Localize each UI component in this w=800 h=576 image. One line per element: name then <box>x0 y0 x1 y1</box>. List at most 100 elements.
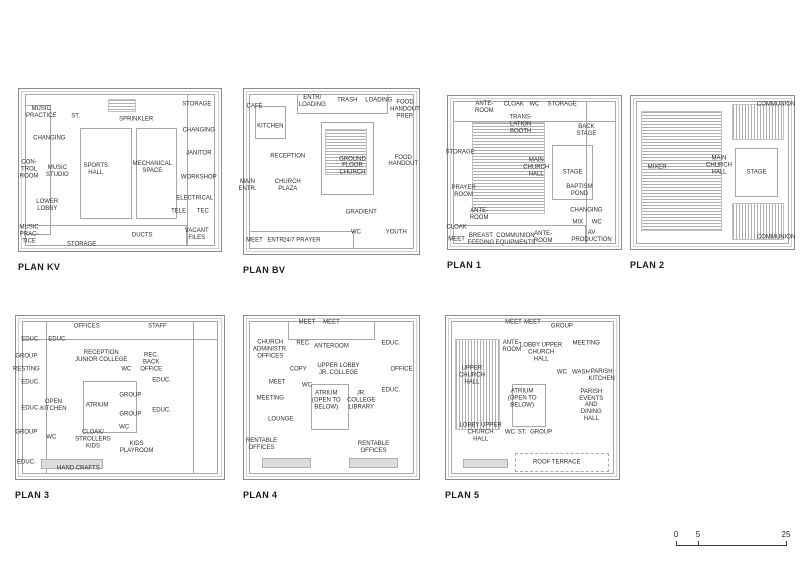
room-label: MEET <box>323 319 340 326</box>
room-label: RENTABLE OFFICES <box>245 437 278 451</box>
floor-plan-3: OFFICES STAFF EDUC. EDUC. GROUP RESTING RECEPT… <box>13 315 225 480</box>
room-label: MEET <box>505 319 522 326</box>
wall-shape <box>82 381 137 434</box>
room-label: MAIN ENTR. <box>238 179 257 193</box>
room-label: EDUC. <box>152 407 171 414</box>
hatchv-shape <box>454 338 500 431</box>
room-label: ANTEROOM <box>314 343 349 350</box>
wall-shape <box>310 384 349 431</box>
wall-shape <box>186 93 215 247</box>
room-label: TRASH <box>337 97 358 104</box>
room-label: MAIN CHURCH HALL <box>706 156 733 176</box>
room-label: GRADIENT <box>345 209 377 216</box>
hatchv-shape <box>732 203 785 240</box>
room-label: STORAGE <box>66 241 97 248</box>
wall-shape <box>735 148 778 197</box>
wall-shape <box>635 100 790 245</box>
room-label: TELE <box>171 208 187 215</box>
room-label: EDUC. <box>21 336 40 343</box>
room-label: ATRIUM <box>85 402 109 409</box>
room-label: ANTE- ROOM <box>474 101 494 115</box>
room-label: RESTING <box>13 366 40 373</box>
room-label: ROOF TERRACE <box>532 459 581 466</box>
room-label: LOWER LOBBY <box>36 198 59 212</box>
room-label: KITCHEN <box>257 123 284 130</box>
room-label: STAGE <box>562 169 583 176</box>
room-label: CHURCH ADMINISTR. OFFICES <box>252 339 288 360</box>
room-label: RECEPTION JUNIOR COLLEGE <box>75 349 128 363</box>
plan-title-1: PLAN 1 <box>447 260 482 270</box>
wall-shape <box>551 144 594 201</box>
room-label: CON- TROL ROOM <box>19 159 39 180</box>
scale-bar: 0 5 25 <box>674 530 790 546</box>
room-label: MEETING <box>256 395 284 402</box>
room-label: 24/7 PRAYER <box>282 237 321 244</box>
room-label: MEET <box>246 237 263 244</box>
room-label: GROUP <box>119 392 142 399</box>
room-label: UPPER LOBBY JR. COLLEGE <box>317 362 360 376</box>
room-label: WC <box>556 369 567 376</box>
hatch-shape <box>107 98 137 112</box>
room-label: MECHANICAL SPACE <box>132 161 172 175</box>
room-label: WC <box>121 366 132 373</box>
room-label: DUCTS <box>131 232 153 239</box>
room-label: CHANGING <box>570 207 603 214</box>
room-label: WC <box>505 429 515 436</box>
room-label: YOUTH <box>385 229 407 236</box>
solid-shape <box>349 457 398 468</box>
room-label: UPPER CHURCH HALL <box>458 365 485 386</box>
room-label: PARISH KITCHEN <box>588 369 615 383</box>
room-label: LOADING <box>365 97 393 104</box>
room-label: TEC <box>196 208 209 215</box>
room-label: CHURCH PLAZA <box>274 179 301 193</box>
room-label: TRANS- LATION BOOTH <box>509 114 532 135</box>
wall-shape <box>192 320 218 475</box>
wall-shape <box>249 230 355 250</box>
room-label: PRAYER ROOM <box>451 185 476 199</box>
plan-title-2: PLAN 2 <box>630 260 665 270</box>
room-label: COMMUNION <box>756 234 796 241</box>
room-label: MIX <box>572 219 584 226</box>
room-label: HAND CRAFTS <box>57 465 100 472</box>
room-label: JR. COLLEGE LIBRARY <box>347 390 376 411</box>
wall-shape <box>453 224 587 245</box>
room-label: ENTR/ LOADING <box>298 95 326 109</box>
room-label: GROUP <box>15 429 38 436</box>
room-label: AV PRODUCTION <box>571 229 612 243</box>
plan-title-kv: PLAN KV <box>18 262 61 272</box>
room-label: WC <box>302 382 312 389</box>
room-label: WC <box>351 229 361 236</box>
hatch-shape <box>472 122 545 214</box>
room-label: EDUC. <box>17 459 36 466</box>
wall-shape <box>254 105 286 139</box>
floor-plan-1: ANTE- ROOM CLOAK WC STORAGE TRANS- LATION BO… <box>445 95 622 250</box>
room-label: STAFF <box>148 323 167 330</box>
room-label: CLOAK <box>503 101 524 108</box>
room-label: OFFICES <box>73 323 100 330</box>
wall-shape <box>321 122 374 195</box>
room-label: JANITOR <box>185 150 212 157</box>
room-label: RENTABLE OFFICES <box>357 441 390 455</box>
room-label: REC. <box>296 340 311 347</box>
room-label: FOOD HANDOUT <box>388 154 419 168</box>
plan-title-4: PLAN 4 <box>243 490 278 500</box>
room-label: CAFÉ <box>246 103 263 110</box>
room-label: LOUNGE <box>268 416 294 423</box>
wall-shape <box>287 320 376 341</box>
room-label: STORAGE <box>445 149 475 156</box>
floor-plan-bv: CAFÉ ENTR/ LOADING TRASH LOADING FOOD HANDOU… <box>239 88 420 255</box>
room-label: GROUND FLOOR CHURCH <box>339 156 366 176</box>
room-label: MEET <box>448 236 465 243</box>
room-label: BACK STAGE <box>576 124 597 138</box>
room-label: WC <box>591 219 602 226</box>
solid-shape <box>463 459 509 468</box>
room-label: LOBBY UPPER CHURCH HALL <box>459 423 502 443</box>
room-label: EDUC. <box>21 379 40 386</box>
room-label: COMMUNION <box>756 101 796 108</box>
wall-shape <box>22 320 48 475</box>
hatch-shape <box>640 111 723 231</box>
wall-shape <box>451 320 614 475</box>
room-label: PARISH EVENTS AND DINING HALL <box>579 388 604 422</box>
